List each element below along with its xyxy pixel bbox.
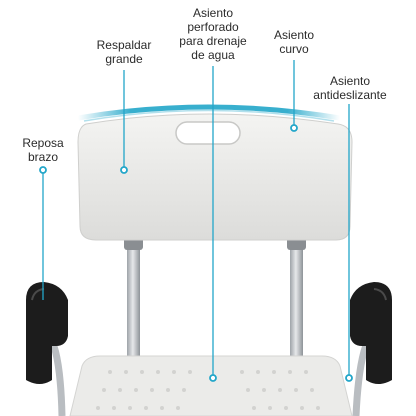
pointer-dot-perforado — [209, 374, 217, 382]
label-reposa-brazo: Reposa brazo — [22, 136, 64, 164]
armrest-pad-left — [26, 282, 68, 384]
label-asiento-curvo: Asiento curvo — [273, 28, 315, 56]
label-asiento-perforado: Asiento perforado para drenaje de agua — [179, 6, 247, 62]
pointer-dot-curvo — [290, 124, 298, 132]
armrest-pad-right — [350, 282, 392, 384]
armrest-pad-highlight-right — [373, 288, 387, 301]
pointer-dot-antideslizante — [345, 374, 353, 382]
label-asiento-antideslizante: Asiento antideslizante — [313, 74, 387, 102]
curve-accent-arc-thin — [83, 109, 335, 122]
curve-accent-arc — [77, 104, 341, 121]
label-respaldar-grande: Respaldar grande — [96, 38, 152, 66]
backrest-handle-slot — [175, 121, 241, 145]
backrest-post-left — [127, 232, 140, 380]
pointer-dot-respaldar — [120, 166, 128, 174]
pointer-dot-reposa — [39, 166, 47, 174]
backrest-panel — [77, 113, 353, 241]
backrest-post-right — [290, 232, 303, 380]
seat-drain-holes — [96, 370, 320, 410]
